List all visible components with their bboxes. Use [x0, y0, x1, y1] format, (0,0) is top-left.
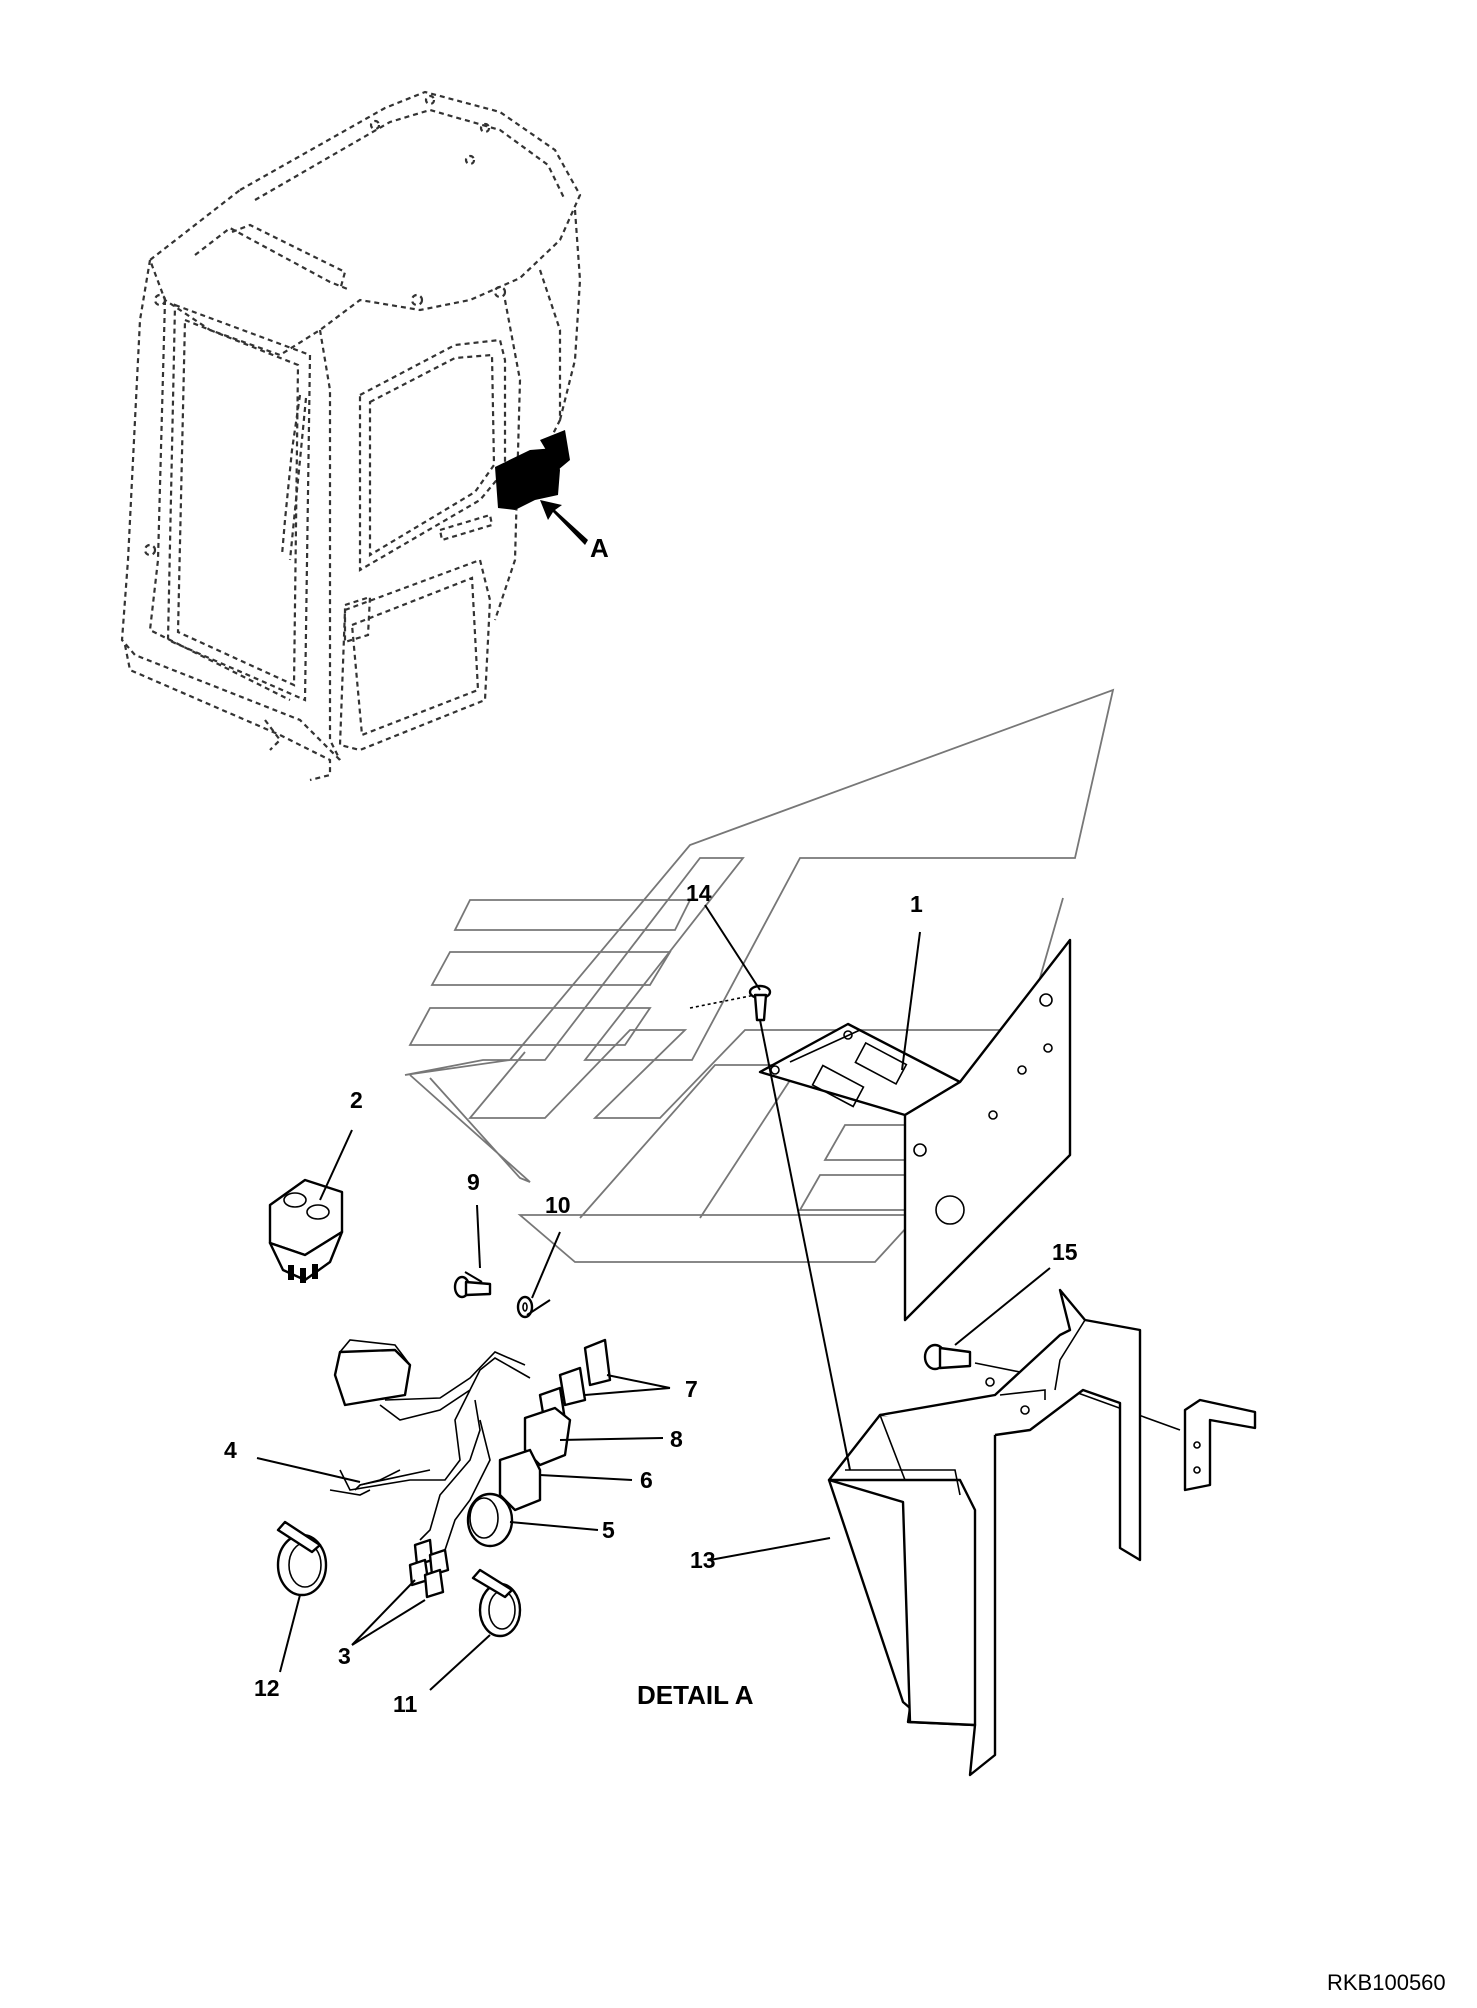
part-2-switch: [268, 1178, 344, 1283]
small-bracket: [1183, 1398, 1257, 1492]
callout-14: 14: [686, 880, 712, 906]
cab-overview: [120, 90, 588, 782]
callout-11: 11: [393, 1691, 418, 1717]
callout-1: 1: [910, 891, 923, 917]
callout-6: 6: [640, 1467, 653, 1493]
callout-5: 5: [602, 1517, 615, 1543]
part-14-screw: [689, 984, 772, 1022]
callout-7: 7: [685, 1376, 698, 1402]
callout-12: 12: [254, 1675, 280, 1701]
part-11-cable-tie: [471, 1568, 522, 1638]
callout-13: 13: [690, 1547, 716, 1573]
wire-harness: [329, 1338, 612, 1599]
callout-2: 2: [350, 1087, 363, 1113]
callout-9: 9: [467, 1169, 480, 1195]
watermark-logo: [404, 688, 1115, 1263]
leader-lines: [256, 904, 1051, 1691]
part-10-washer: [516, 1295, 534, 1319]
part-12-cable-tie: [276, 1520, 328, 1597]
callout-8: 8: [670, 1426, 683, 1452]
detail-title: DETAIL A: [637, 1680, 754, 1710]
part-1-bracket: [758, 938, 1072, 1322]
callout-4: 4: [224, 1437, 237, 1463]
reference-code: RKB100560: [1327, 1970, 1446, 1995]
part-13-cover: [827, 1288, 1142, 1777]
part-9-screw: [453, 1275, 492, 1299]
callout-15: 15: [1052, 1239, 1078, 1265]
callout-3: 3: [338, 1643, 351, 1669]
detail-arrow-label: A: [590, 533, 609, 563]
callout-10: 10: [545, 1192, 571, 1218]
